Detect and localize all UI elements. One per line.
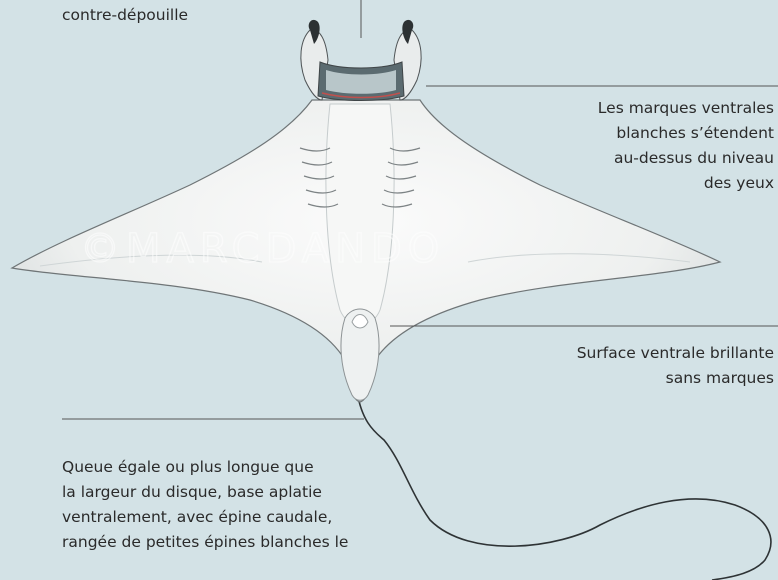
tail	[357, 392, 771, 580]
label-tail: Queue égale ou plus longue que la largeu…	[62, 455, 362, 555]
watermark: ©MARCDANDO	[80, 226, 445, 272]
label-ventral-markings: Les marques ventrales blanches s’étenden…	[514, 96, 774, 196]
label-ventral-surface: Surface ventrale brillante sans marques	[514, 341, 774, 391]
label-contre-depouille: contre-dépouille	[62, 3, 188, 28]
abdomen	[326, 104, 394, 325]
